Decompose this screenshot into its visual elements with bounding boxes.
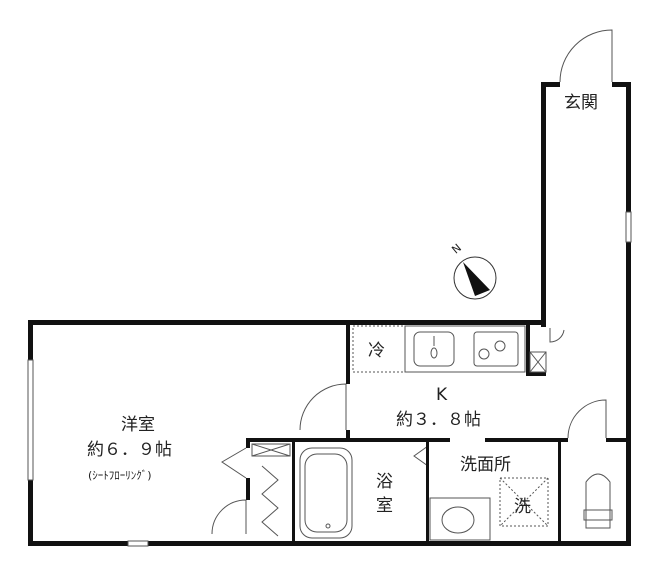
washer-area (499, 477, 549, 527)
compass: N (449, 241, 497, 300)
bathroom-label-2: 室 (376, 496, 393, 516)
meter-box (529, 351, 547, 373)
walls (28, 82, 631, 546)
fixtures (27, 211, 632, 547)
washbasin (429, 497, 491, 541)
kitchen-door (299, 383, 347, 431)
washroom-label: 洗面所 (460, 455, 511, 475)
toilet (585, 473, 611, 529)
stove (473, 331, 519, 367)
bathroom-label-1: 浴 (376, 472, 393, 492)
kitchen-size: 約３．８帖 (396, 410, 481, 430)
western-room-size: 約６．９帖 (87, 440, 172, 460)
kitchen-sink (413, 331, 455, 367)
entrance-door (559, 29, 613, 83)
bathtub (299, 447, 353, 539)
kitchen-label: K (436, 385, 448, 405)
western-room-note: (ｼｰﾄﾌﾛｰﾘﾝｸﾞ) (88, 469, 152, 482)
compass-north-label: N (449, 241, 464, 256)
fridge-label: 冷 (368, 341, 385, 361)
fridge-area (352, 325, 406, 373)
doors (211, 29, 613, 535)
north-arrow-icon (463, 262, 490, 296)
washer-label: 洗 (514, 497, 531, 517)
western-room-label: 洋室 (121, 415, 155, 435)
entrance-label: 玄関 (564, 93, 598, 113)
